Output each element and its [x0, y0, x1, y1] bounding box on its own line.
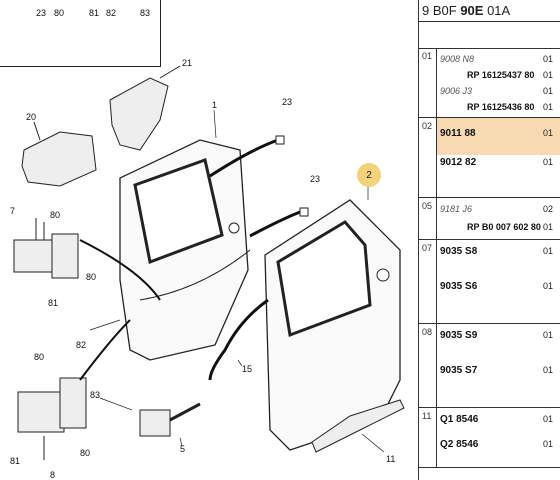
- part-qty: 01: [543, 69, 554, 80]
- part-qty: 01: [543, 414, 554, 424]
- part-code: RP 16125437 80: [467, 69, 535, 80]
- door-illustration: [5, 20, 405, 460]
- parts-box: [0, 0, 161, 67]
- callout-21: 21: [182, 58, 193, 68]
- part-qty: 01: [543, 101, 554, 112]
- part-code: 9035 S8: [440, 246, 478, 257]
- callout-83: 83: [140, 8, 151, 18]
- parts-group: 02 9011 88 01 9012 82 01: [419, 118, 560, 198]
- part-row[interactable]: RP 16125437 80 01: [437, 70, 560, 82]
- callout-23: 23: [36, 8, 47, 18]
- part-qty: 01: [543, 246, 554, 256]
- callout-80b: 80: [50, 210, 61, 220]
- part-code: 9011 88: [440, 128, 476, 139]
- part-code: 9181 J6: [440, 204, 473, 214]
- part-row[interactable]: 9035 S7 01: [437, 365, 560, 377]
- callout-81b: 81: [48, 298, 59, 308]
- part-code: 9012 82: [440, 157, 477, 169]
- parts-group: 07 9035 S8 01 9035 S6 01: [419, 240, 560, 324]
- part-qty: 01: [543, 330, 554, 340]
- callout-23b: 23: [282, 97, 293, 107]
- part-code: 9035 S9: [440, 330, 478, 341]
- part-row[interactable]: 9181 J6 02: [437, 204, 560, 216]
- callout-80: 80: [54, 8, 65, 18]
- part-code: 9008 N8: [440, 54, 475, 64]
- callout-80e: 80: [80, 448, 91, 458]
- group-number: 11: [422, 411, 432, 421]
- parts-group: 11 Q1 8546 01 Q2 8546 01: [419, 408, 560, 468]
- callout-82b: 82: [76, 340, 87, 350]
- callout-2: 2: [366, 169, 372, 181]
- parts-group: 08 9035 S9 01 9035 S7 01: [419, 324, 560, 408]
- callout-5: 5: [180, 444, 186, 454]
- callout-81: 81: [89, 8, 100, 18]
- part-row[interactable]: Q2 8546 01: [437, 439, 560, 451]
- group-number: 08: [422, 327, 433, 337]
- part-code: RP 16125436 80: [467, 101, 535, 112]
- callout-23c: 23: [310, 174, 321, 184]
- part-row[interactable]: 9011 88 01: [437, 118, 560, 156]
- callout-80c: 80: [86, 272, 97, 282]
- part-code: RP B0 007 602 80: [467, 221, 541, 232]
- callout-82: 82: [106, 8, 117, 18]
- part-code: 9035 S7: [440, 365, 478, 376]
- part-code: 9035 S6: [440, 281, 478, 292]
- callout-7: 7: [10, 206, 16, 216]
- header-suffix: 01A: [487, 3, 511, 18]
- callout-15: 15: [242, 364, 253, 374]
- header-gap: [419, 22, 560, 49]
- callout-2-highlight[interactable]: 2: [357, 163, 381, 187]
- callout-20: 20: [26, 112, 37, 122]
- part-qty: 01: [543, 365, 554, 375]
- header-bold: 90E: [460, 3, 484, 18]
- group-number: 05: [422, 201, 433, 211]
- part-code: Q2 8546: [440, 439, 479, 450]
- callout-11: 11: [386, 454, 396, 464]
- part-code: 9006 J3: [440, 85, 473, 96]
- part-qty: 01: [543, 128, 554, 138]
- part-row[interactable]: RP 16125436 80 01: [437, 102, 560, 114]
- part-code: Q1 8546: [440, 414, 479, 425]
- part-qty: 02: [543, 204, 554, 214]
- callout-8: 8: [50, 470, 56, 480]
- part-qty: 01: [543, 221, 554, 232]
- header-prefix: 9 B0F: [422, 3, 457, 18]
- part-qty: 01: [543, 439, 554, 449]
- part-qty: 01: [543, 85, 554, 96]
- part-qty: 01: [543, 281, 554, 291]
- part-row[interactable]: 9035 S9 01: [437, 330, 560, 342]
- part-row[interactable]: 9035 S6 01: [437, 281, 560, 293]
- part-row[interactable]: Q1 8546 01: [437, 414, 560, 426]
- part-row[interactable]: 9006 J3 01: [437, 86, 560, 98]
- callout-81c: 81: [10, 456, 21, 466]
- part-row[interactable]: 9035 S8 01: [437, 246, 560, 258]
- callout-83b: 83: [90, 390, 101, 400]
- group-number: 07: [422, 243, 433, 253]
- group-number: 02: [422, 121, 433, 131]
- part-row[interactable]: 9008 N8 01: [437, 54, 560, 66]
- callout-80d: 80: [34, 352, 45, 362]
- part-qty: 01: [543, 54, 554, 64]
- group-number: 01: [422, 51, 433, 61]
- part-row[interactable]: 9012 82 01: [437, 157, 560, 169]
- exploded-diagram: 23 80 81 82 83 21 1 20 23 23 2 7 80 80 8…: [0, 0, 405, 480]
- part-qty: 01: [543, 157, 554, 168]
- panel-header: 9 B0F 90E 01A: [419, 0, 560, 22]
- callout-1: 1: [212, 100, 218, 110]
- parts-list-panel: 9 B0F 90E 01A 01 9008 N8 01 RP 16125437 80 0…: [418, 0, 560, 480]
